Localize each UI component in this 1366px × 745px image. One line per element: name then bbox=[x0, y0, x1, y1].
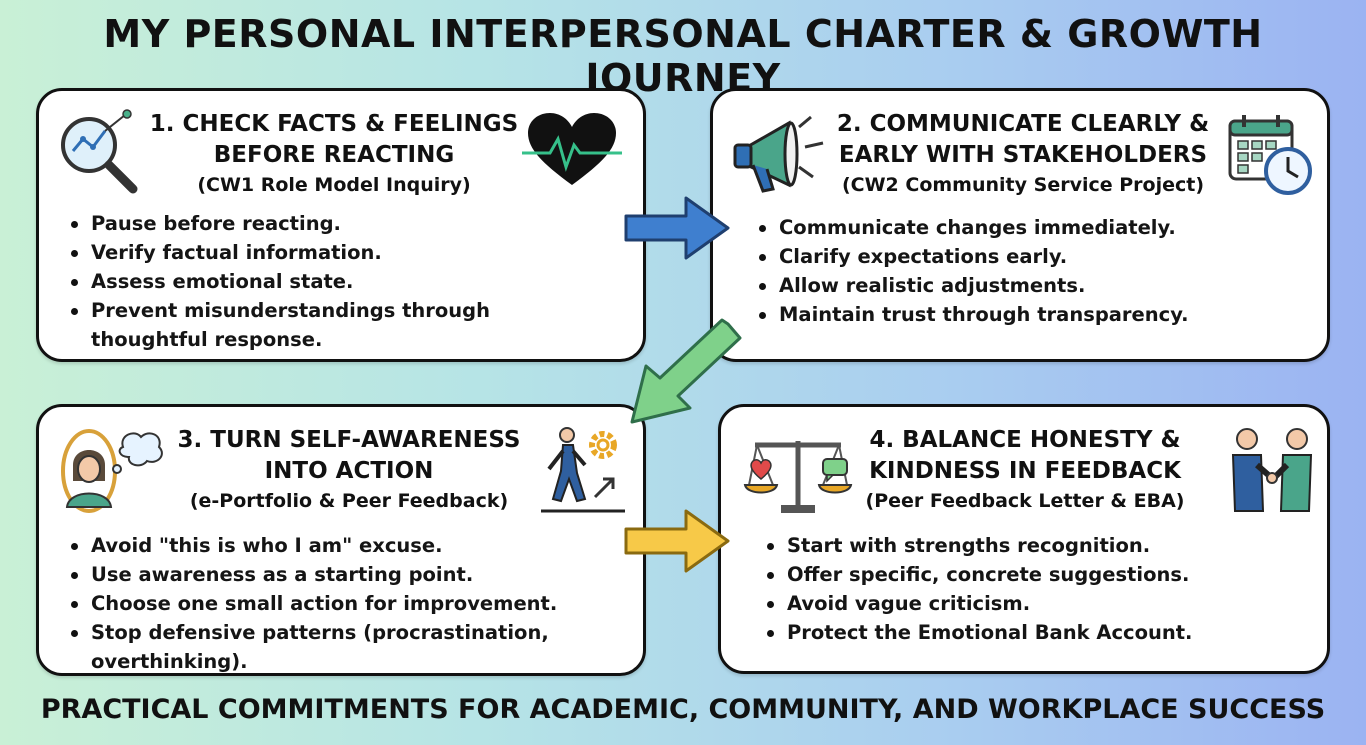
card-subtitle: (Peer Feedback Letter & EBA) bbox=[865, 490, 1185, 512]
list-item: Choose one small action for improvement. bbox=[69, 589, 629, 618]
card-subtitle: (e-Portfolio & Peer Feedback) bbox=[189, 490, 509, 512]
person-thinking-icon bbox=[61, 429, 163, 513]
balance-scale-icon bbox=[743, 441, 853, 513]
list-item: Clarify expectations early. bbox=[757, 242, 1317, 271]
handshake-icon bbox=[1231, 428, 1313, 512]
list-item: Start with strengths recognition. bbox=[765, 531, 1315, 560]
list-item: Protect the Emotional Bank Account. bbox=[765, 618, 1315, 647]
walking-gear-icon bbox=[541, 427, 625, 513]
megaphone-icon bbox=[733, 115, 824, 193]
list-item: Stop defensive patterns (procrastination… bbox=[69, 618, 561, 676]
magnifier-chart-icon bbox=[61, 109, 138, 194]
calendar-clock-icon bbox=[1228, 115, 1312, 195]
page-title: MY PERSONAL INTERPERSONAL CHARTER & GROW… bbox=[103, 12, 1263, 100]
page-footer: PRACTICAL COMMITMENTS FOR ACADEMIC, COMM… bbox=[40, 694, 1326, 725]
list-item: Prevent misunderstandings through though… bbox=[69, 296, 511, 354]
list-item: Maintain trust through transparency. bbox=[757, 300, 1317, 329]
card-title-line2: INTO ACTION bbox=[264, 458, 434, 484]
list-item: Avoid "this is who I am" excuse. bbox=[69, 531, 629, 560]
card-title-line1: 4. BALANCE HONESTY & bbox=[869, 427, 1181, 453]
card-items: Communicate changes immediately. Clarify… bbox=[757, 213, 1317, 329]
card-subtitle: (CW2 Community Service Project) bbox=[841, 174, 1205, 196]
card-check-facts: 1. CHECK FACTS & FEELINGS BEFORE REACTIN… bbox=[36, 88, 646, 362]
card-title-line1: 1. CHECK FACTS & FEELINGS bbox=[149, 111, 519, 137]
card-subtitle: (CW1 Role Model Inquiry) bbox=[197, 174, 471, 196]
card-communicate: 2. COMMUNICATE CLEARLY & EARLY WITH STAK… bbox=[710, 88, 1330, 362]
arrow-right-blue bbox=[624, 196, 730, 260]
card-heading: 2. COMMUNICATE CLEARLY & EARLY WITH STAK… bbox=[823, 109, 1223, 199]
card-items: Avoid "this is who I am" excuse. Use awa… bbox=[69, 531, 629, 676]
list-item: Verify factual information. bbox=[69, 238, 629, 267]
card-items: Start with strengths recognition. Offer … bbox=[765, 531, 1315, 647]
card-self-awareness: 3. TURN SELF-AWARENESS INTO ACTION (e-Po… bbox=[36, 404, 646, 676]
card-items: Pause before reacting. Verify factual in… bbox=[69, 209, 629, 354]
card-title-line2: KINDNESS IN FEEDBACK bbox=[869, 458, 1181, 484]
list-item: Pause before reacting. bbox=[69, 209, 629, 238]
card-heading: 1. CHECK FACTS & FEELINGS BEFORE REACTIN… bbox=[134, 109, 534, 199]
card-title-line1: 3. TURN SELF-AWARENESS bbox=[177, 427, 521, 453]
card-title-line2: EARLY WITH STAKEHOLDERS bbox=[838, 142, 1208, 168]
card-heading: 3. TURN SELF-AWARENESS INTO ACTION (e-Po… bbox=[149, 425, 549, 515]
arrow-right-yellow bbox=[624, 509, 730, 573]
card-title-line2: BEFORE REACTING bbox=[213, 142, 455, 168]
list-item: Avoid vague criticism. bbox=[765, 589, 1315, 618]
list-item: Allow realistic adjustments. bbox=[757, 271, 1317, 300]
card-title-line1: 2. COMMUNICATE CLEARLY & bbox=[836, 111, 1210, 137]
arrow-down-left-green bbox=[630, 318, 742, 424]
list-item: Assess emotional state. bbox=[69, 267, 629, 296]
card-heading: 4. BALANCE HONESTY & KINDNESS IN FEEDBAC… bbox=[825, 425, 1225, 515]
list-item: Use awareness as a starting point. bbox=[69, 560, 629, 589]
card-feedback: 4. BALANCE HONESTY & KINDNESS IN FEEDBAC… bbox=[718, 404, 1330, 674]
heart-pulse-icon bbox=[522, 113, 622, 185]
list-item: Communicate changes immediately. bbox=[757, 213, 1317, 242]
list-item: Offer specific, concrete suggestions. bbox=[765, 560, 1315, 589]
